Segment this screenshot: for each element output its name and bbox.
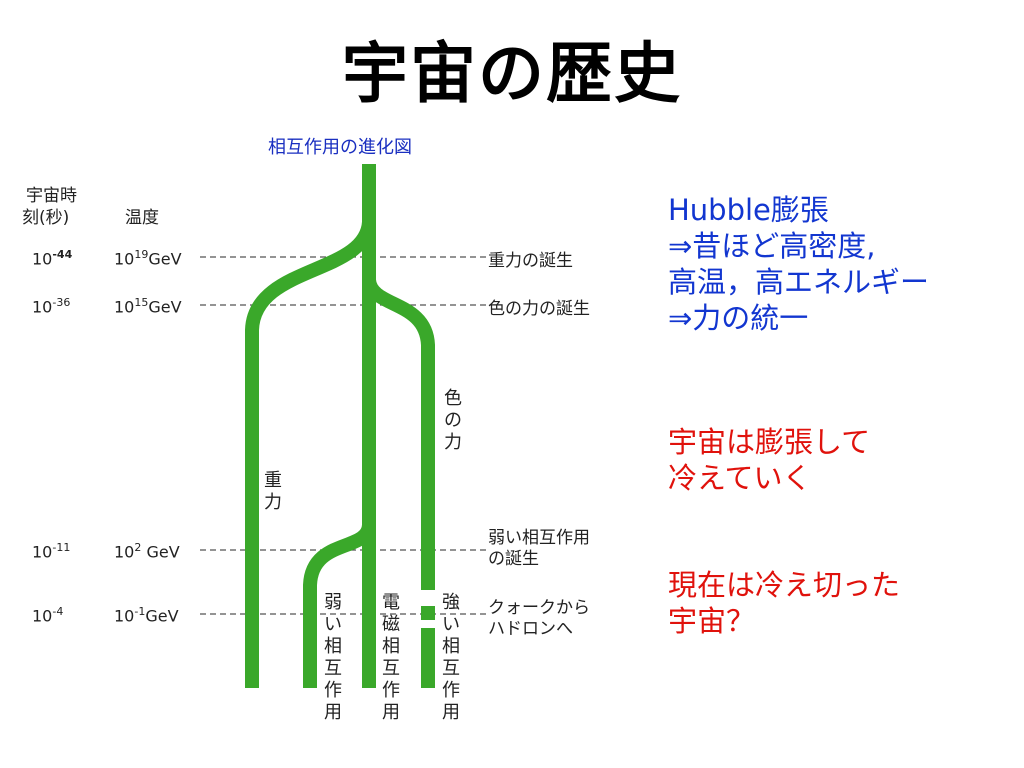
time-header-2: 刻(秒) bbox=[22, 208, 70, 228]
cooling-line-1: 宇宙は膨張して bbox=[668, 425, 871, 459]
temperature-header: 温度 bbox=[125, 208, 159, 228]
time-row-4: 10-4 bbox=[32, 605, 64, 626]
present-line-2: 宇宙？ bbox=[668, 604, 756, 638]
event-gravity-birth: 重力の誕生 bbox=[488, 251, 573, 271]
strong-interaction-label: 強い相互作用 bbox=[442, 592, 460, 723]
time-row-1: 10-44 bbox=[32, 248, 73, 269]
temp-row-4: 10-1GeV bbox=[114, 605, 179, 626]
color-force-branch bbox=[362, 278, 435, 590]
temp-row-1: 1019GeV bbox=[114, 248, 182, 269]
time-row-3: 10-11 bbox=[32, 541, 71, 562]
em-interaction-label: 電磁相互作用 bbox=[382, 592, 400, 723]
color-force-label: 色の力 bbox=[444, 388, 462, 453]
event-quark-hadron: クォークからハドロンへ bbox=[488, 598, 590, 639]
temp-row-3: 102 GeV bbox=[114, 541, 180, 562]
cooling-line-2: 冷えていく bbox=[668, 461, 812, 495]
hubble-line-4: ⇒力の統一 bbox=[668, 301, 809, 335]
present-line-1: 現在は冷え切った bbox=[668, 568, 901, 602]
hubble-expansion-text: Hubble膨張 ⇒昔ほど高密度, 高温，高エネルギー ⇒力の統一 bbox=[668, 192, 929, 336]
event-weak-birth: 弱い相互作用の誕生 bbox=[488, 528, 590, 569]
time-row-2: 10-36 bbox=[32, 296, 71, 317]
cooling-text: 宇宙は膨張して 冷えていく bbox=[668, 424, 870, 496]
temp-row-2: 1015GeV bbox=[114, 296, 182, 317]
hubble-line-2: ⇒昔ほど高密度, bbox=[668, 229, 876, 263]
gravity-label: 重力 bbox=[264, 470, 282, 513]
hubble-line-3: 高温，高エネルギー bbox=[668, 265, 930, 299]
time-header: 宇宙時 bbox=[26, 186, 77, 206]
diagram-subtitle: 相互作用の進化図 bbox=[268, 137, 412, 158]
weak-interaction-label: 弱い相互作用 bbox=[324, 592, 342, 723]
present-universe-text: 現在は冷え切った 宇宙？ bbox=[668, 567, 900, 639]
hubble-line-1: Hubble膨張 bbox=[668, 193, 829, 227]
page-title: 宇宙の歴史 bbox=[342, 35, 682, 112]
event-color-force-birth: 色の力の誕生 bbox=[488, 299, 590, 319]
